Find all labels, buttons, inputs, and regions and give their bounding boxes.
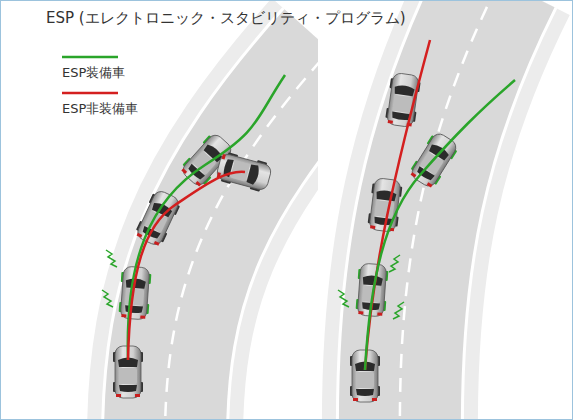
green-trajectory — [128, 75, 285, 360]
title: ESP (エレクトロニック・スタビリティ・プログラム) — [46, 9, 406, 28]
legend-label: ESP装備車 — [62, 64, 125, 82]
green-trajectory — [365, 80, 515, 370]
left-road — [165, 50, 318, 420]
red-trajectory — [128, 172, 245, 360]
legend-line — [62, 56, 118, 59]
brake-marks — [102, 250, 404, 319]
legend-entry: ESP装備車 — [62, 64, 125, 82]
right-road — [400, 0, 500, 420]
title-wrap: ESP (エレクトロニック・スタビリティ・プログラム) — [46, 9, 406, 28]
car — [385, 72, 422, 128]
legend-line — [62, 92, 118, 95]
legend-label: ESP非装備車 — [62, 100, 138, 118]
trajectories — [128, 40, 515, 370]
legend-entry: ESP非装備車 — [62, 100, 138, 118]
red-trajectory — [365, 40, 430, 370]
car — [133, 188, 182, 248]
